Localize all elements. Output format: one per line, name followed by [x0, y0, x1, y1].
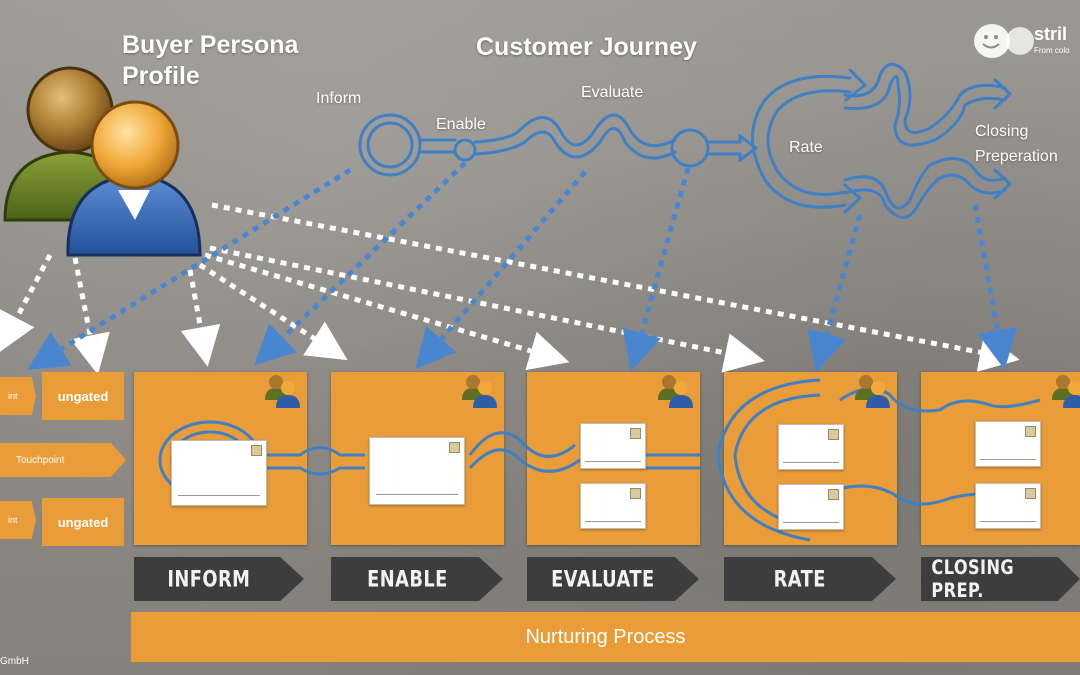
persona-icon	[3, 66, 202, 257]
touchpoint-tag-top: int	[0, 377, 36, 415]
document-card	[369, 437, 465, 505]
ungated-box-top: ungated	[42, 372, 124, 420]
logo-subtitle: From colo	[1034, 46, 1070, 55]
stage-banner-enable: ENABLE	[331, 556, 503, 602]
document-card	[580, 423, 646, 469]
ungated-box-bottom: ungated	[42, 498, 124, 546]
persona-title-line2: Profile	[122, 62, 200, 90]
stage-banner-evaluate: EVALUATE	[527, 556, 699, 602]
logo-icon	[974, 24, 1034, 58]
document-card	[778, 424, 844, 470]
stage-banner-rate: RATE	[724, 556, 896, 602]
stage-banner-inform: INFORM	[134, 556, 304, 602]
stage-label: EVALUATE	[551, 566, 655, 592]
journey-label-rate: Rate	[789, 139, 823, 156]
journey-title: Customer Journey	[476, 33, 697, 61]
document-card	[778, 484, 844, 530]
journey-label-closing: Closing Preperation	[975, 119, 1058, 169]
journey-label-evaluate: Evaluate	[581, 84, 644, 101]
persona-title: Buyer Persona Profile	[122, 30, 298, 92]
document-card	[171, 440, 267, 506]
stage-label: INFORM	[167, 566, 251, 592]
logo-text: stril	[1034, 24, 1068, 44]
document-card	[975, 421, 1041, 467]
footer-text: GmbH	[0, 656, 29, 667]
stage-label: CLOSING PREP.	[931, 555, 1015, 603]
journey-label-closing-line2: Preperation	[975, 148, 1058, 165]
touchpoint-tag-middle: Touchpoint	[0, 443, 126, 477]
document-card	[975, 483, 1041, 529]
journey-label-inform: Inform	[316, 90, 362, 107]
journey-label-enable: Enable	[436, 116, 486, 133]
persona-title-line1: Buyer Persona	[122, 31, 299, 59]
stage-label: ENABLE	[366, 566, 448, 592]
touchpoint-tag-bottom: int	[0, 501, 36, 539]
stage-banner-closing: CLOSING PREP.	[921, 555, 1080, 603]
journey-label-closing-line1: Closing	[975, 123, 1029, 140]
stage-label: RATE	[773, 566, 827, 592]
document-card	[580, 483, 646, 529]
nurturing-process-bar: Nurturing Process	[131, 612, 1080, 662]
